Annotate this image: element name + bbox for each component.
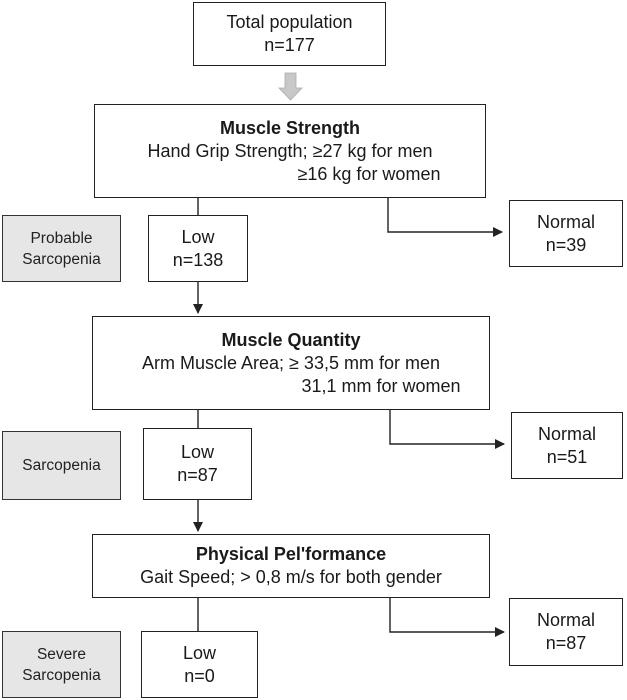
quantity-low-count: n=87	[177, 465, 218, 485]
performance-normal-count: n=87	[545, 633, 587, 653]
physical-performance-box: Physical Pel'formance Gait Speed; > 0,8 …	[92, 534, 490, 598]
physical-performance-title: Physical Pel'formance	[195, 544, 387, 564]
quantity-normal-box: Normal n=51	[511, 412, 623, 479]
muscle-strength-criterion-women: ≥16 kg for women	[297, 163, 441, 184]
performance-normal-box: Normal n=87	[509, 598, 623, 666]
performance-low-box: Low n=0	[141, 631, 258, 698]
probable-sarcopenia-line1: Probable	[30, 229, 93, 247]
strength-low-box: Low n=138	[148, 215, 248, 282]
strength-normal-box: Normal n=39	[509, 200, 623, 267]
arrow-strength-to-normal	[387, 198, 503, 237]
muscle-quantity-box: Muscle Quantity Arm Muscle Area; ≥ 33,5 …	[92, 316, 490, 410]
performance-low-count: n=0	[184, 665, 215, 686]
severe-sarcopenia-line2: Sarcopenia	[22, 666, 101, 684]
muscle-strength-criterion-men: Hand Grip Strength; ≥27 kg for men	[147, 140, 433, 161]
quantity-low-box: Low n=87	[143, 428, 252, 500]
arrow-quantity-to-normal	[389, 410, 505, 449]
probable-sarcopenia-label: Probable Sarcopenia	[2, 215, 121, 282]
performance-normal-label: Normal	[536, 610, 595, 630]
quantity-normal-label: Normal	[537, 423, 596, 444]
total-label: Total population	[226, 12, 353, 32]
arrow-performance-to-normal	[389, 598, 505, 637]
muscle-strength-box: Muscle Strength Hand Grip Strength; ≥27 …	[94, 104, 486, 198]
performance-low-label: Low	[182, 642, 217, 663]
probable-sarcopenia-line2: Sarcopenia	[22, 250, 101, 268]
physical-performance-criterion: Gait Speed; > 0,8 m/s for both gender	[140, 567, 442, 587]
strength-low-label: Low	[181, 226, 215, 247]
quantity-low-label: Low	[180, 442, 215, 462]
strength-normal-label: Normal	[536, 211, 595, 232]
sarcopenia-line1: Sarcopenia	[22, 457, 101, 474]
muscle-quantity-criterion-women: 31,1 mm for women	[301, 375, 461, 396]
total-population-box: Total population n=177	[193, 2, 386, 66]
sarcopenia-label: Sarcopenia	[2, 431, 121, 500]
strength-low-count: n=138	[172, 249, 224, 270]
severe-sarcopenia-line1: Severe	[36, 645, 87, 663]
strength-normal-count: n=39	[545, 234, 587, 255]
muscle-quantity-criterion-men: Arm Muscle Area; ≥ 33,5 mm for men	[142, 352, 440, 373]
muscle-quantity-title: Muscle Quantity	[221, 329, 361, 350]
quantity-normal-count: n=51	[546, 446, 588, 467]
muscle-strength-title: Muscle Strength	[219, 117, 361, 138]
severe-sarcopenia-label: Severe Sarcopenia	[2, 631, 121, 698]
total-count: n=177	[264, 35, 315, 55]
gray-down-arrow	[278, 72, 303, 101]
